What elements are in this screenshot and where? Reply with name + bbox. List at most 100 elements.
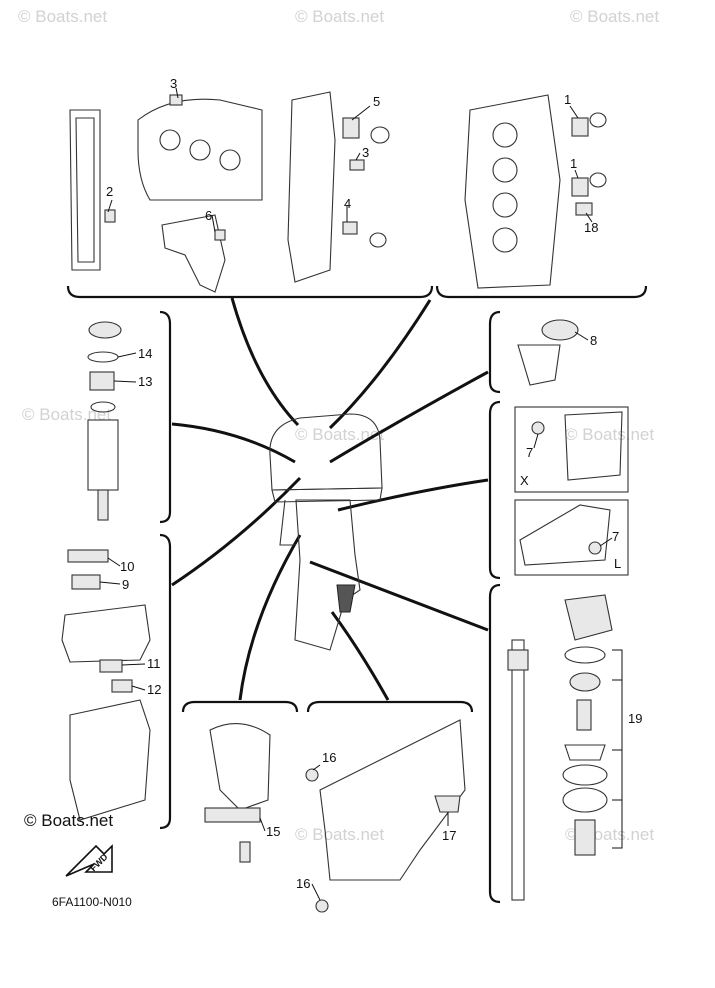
callout-1: 1 <box>564 92 571 107</box>
leader-line <box>574 331 589 341</box>
fuel-filter-group <box>87 321 122 521</box>
callout-8: 8 <box>590 333 597 348</box>
leader-line <box>351 105 371 121</box>
outer-plate <box>562 787 608 813</box>
impeller <box>564 744 606 761</box>
powerhead-left-cluster <box>69 91 390 293</box>
gasket-top <box>67 549 109 563</box>
leader-line <box>355 152 361 161</box>
callout-16: 16 <box>296 876 310 891</box>
drive-shaft <box>511 639 525 901</box>
callout-3: 3 <box>362 145 369 160</box>
cover-plate <box>161 214 226 293</box>
inset-x-block <box>564 411 623 481</box>
watermarks: © Boats.net © Boats.net © Boats.net © Bo… <box>18 7 659 844</box>
pump-housing <box>564 594 613 641</box>
inset-x <box>514 406 629 493</box>
connector-line <box>171 476 302 587</box>
callout-7: 7 <box>612 529 619 544</box>
callout-12: 12 <box>147 682 161 697</box>
watermark: © Boats.net <box>570 7 659 26</box>
connector-line <box>171 422 296 464</box>
bracket-top-left <box>66 285 434 299</box>
filter-screen <box>71 574 101 590</box>
leader-line <box>312 764 321 771</box>
callout-6: 6 <box>205 208 212 223</box>
leader-line <box>211 214 216 233</box>
inset-l <box>514 499 629 576</box>
thermostat-cover <box>589 172 607 188</box>
leader-line <box>131 685 146 691</box>
anode <box>315 899 329 913</box>
gasket <box>562 764 608 786</box>
leader-line <box>175 87 179 99</box>
footer-marks: © Boats.net FWD 6FA1100-N010 <box>24 811 132 909</box>
connector-line <box>330 611 390 701</box>
clip <box>104 209 116 223</box>
filter-bowl <box>87 419 119 491</box>
callout-9: 9 <box>122 577 129 592</box>
leader-line <box>574 169 579 179</box>
combustion-chamber <box>492 122 518 148</box>
skeg-anode <box>336 584 356 613</box>
powerhead-right-cluster <box>464 94 607 289</box>
connector-line <box>230 297 300 427</box>
pump-connector <box>99 659 123 673</box>
connector-line <box>309 560 489 632</box>
callout-17: 17 <box>442 828 456 843</box>
callout-1: 1 <box>570 156 577 171</box>
combustion-chamber <box>492 157 518 183</box>
watermark: © Boats.net <box>295 7 384 26</box>
thermostat <box>342 117 360 139</box>
spacer <box>349 159 365 171</box>
seal-kit <box>576 699 592 731</box>
insert-cartridge <box>569 672 601 692</box>
shaft-housing <box>507 649 529 671</box>
callout-2: 2 <box>106 184 113 199</box>
o-ring <box>87 351 119 363</box>
bracket-clamp <box>181 700 299 713</box>
bracket-anode <box>204 807 261 823</box>
leader-line <box>113 380 137 383</box>
watermark: © Boats.net <box>22 405 111 424</box>
valve-cover <box>369 232 387 248</box>
clip <box>214 229 226 241</box>
pump-body <box>61 604 151 663</box>
o-ring <box>564 646 606 664</box>
group-brackets <box>66 285 648 904</box>
trim-tab <box>434 795 461 813</box>
watermark: © Boats.net <box>295 425 384 444</box>
leader-line <box>107 199 113 213</box>
seal-stack <box>574 819 596 856</box>
bracket-lower-unit <box>306 700 474 713</box>
lower-unit <box>319 719 466 881</box>
cylinder-head <box>464 94 561 289</box>
connector-line <box>238 534 302 701</box>
watermark: © Boats.net <box>565 425 654 444</box>
diagram-code: 6FA1100-N010 <box>52 895 132 909</box>
leader-line <box>99 581 121 585</box>
cowling-seam <box>271 487 383 503</box>
bore <box>189 139 211 161</box>
anode <box>305 768 319 782</box>
thermostat <box>571 177 589 197</box>
fwd-arrow-icon <box>65 844 113 877</box>
combustion-chamber <box>492 192 518 218</box>
inset-label-x: X <box>520 473 529 488</box>
callout-5: 5 <box>373 94 380 109</box>
connector-line <box>328 299 432 430</box>
lower-unit-group <box>305 719 466 913</box>
callout-7: 7 <box>526 445 533 460</box>
callout-14: 14 <box>138 346 152 361</box>
oil-filter-bracket <box>517 344 561 386</box>
anode-insets <box>514 406 629 576</box>
leader-line <box>569 105 579 119</box>
cylinder-head-side <box>287 91 336 283</box>
callout-19: 19 <box>628 711 642 726</box>
bore <box>219 149 241 171</box>
inset-l-block <box>519 504 611 566</box>
thermostat-cover <box>589 112 607 128</box>
callout-bracket-19 <box>612 649 623 849</box>
spacer-small <box>169 94 183 106</box>
engine-cowling <box>269 413 383 491</box>
